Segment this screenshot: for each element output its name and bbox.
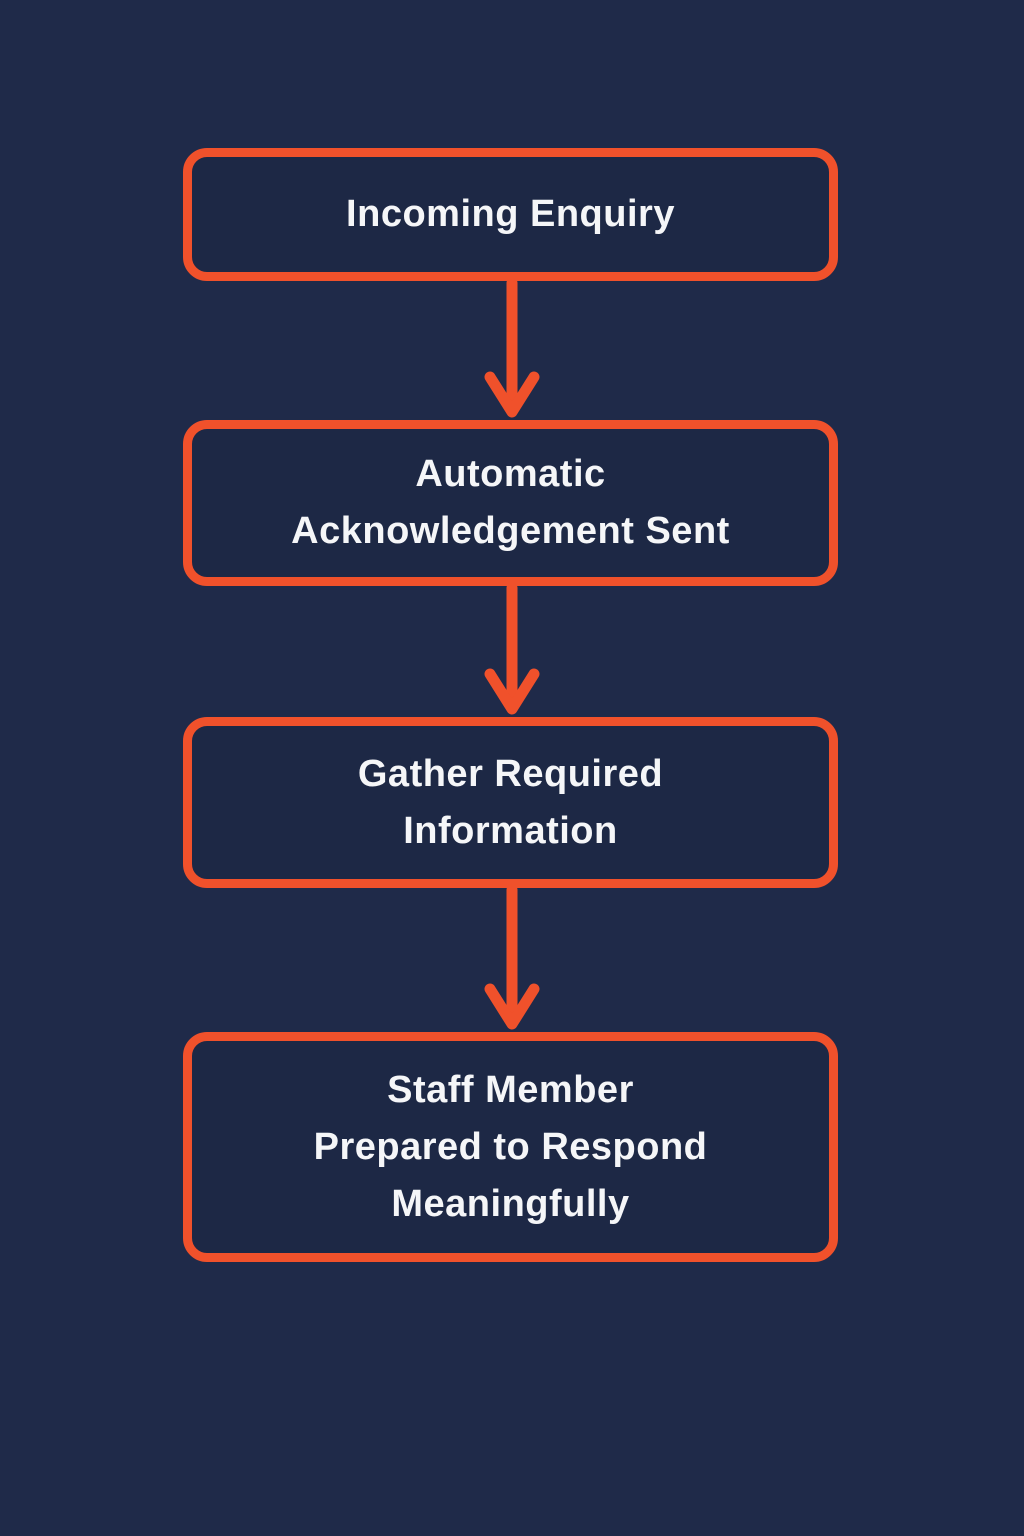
flow-node-gather-information: Gather Required Information [183,717,838,888]
flow-arrow-down-2 [480,586,544,717]
flow-arrow-down-3 [480,888,544,1032]
flow-node-label-line: Acknowledgement Sent [291,510,730,552]
arrow-down-icon [484,586,540,715]
flow-node-incoming-enquiry: Incoming Enquiry [183,148,838,281]
flow-node-automatic-acknowledgement: Automatic Acknowledgement Sent [183,420,838,586]
flow-node-label-line: Gather Required [357,752,664,795]
flow-node-label-line: Information [403,809,618,852]
flow-node-label-line: Incoming Enquiry [346,193,675,235]
flow-node-label-line: Prepared to Respond [313,1125,708,1168]
flow-node-staff-member-prepared: Staff Member Prepared to Respond Meaning… [183,1032,838,1262]
flow-node-label-line: Staff Member [387,1068,634,1111]
arrow-down-icon [484,888,540,1030]
flow-node-label-line: Meaningfully [391,1182,630,1225]
arrow-down-icon [484,281,540,418]
flow-arrow-down-1 [480,281,544,420]
flow-node-label-line: Automatic [415,453,606,495]
